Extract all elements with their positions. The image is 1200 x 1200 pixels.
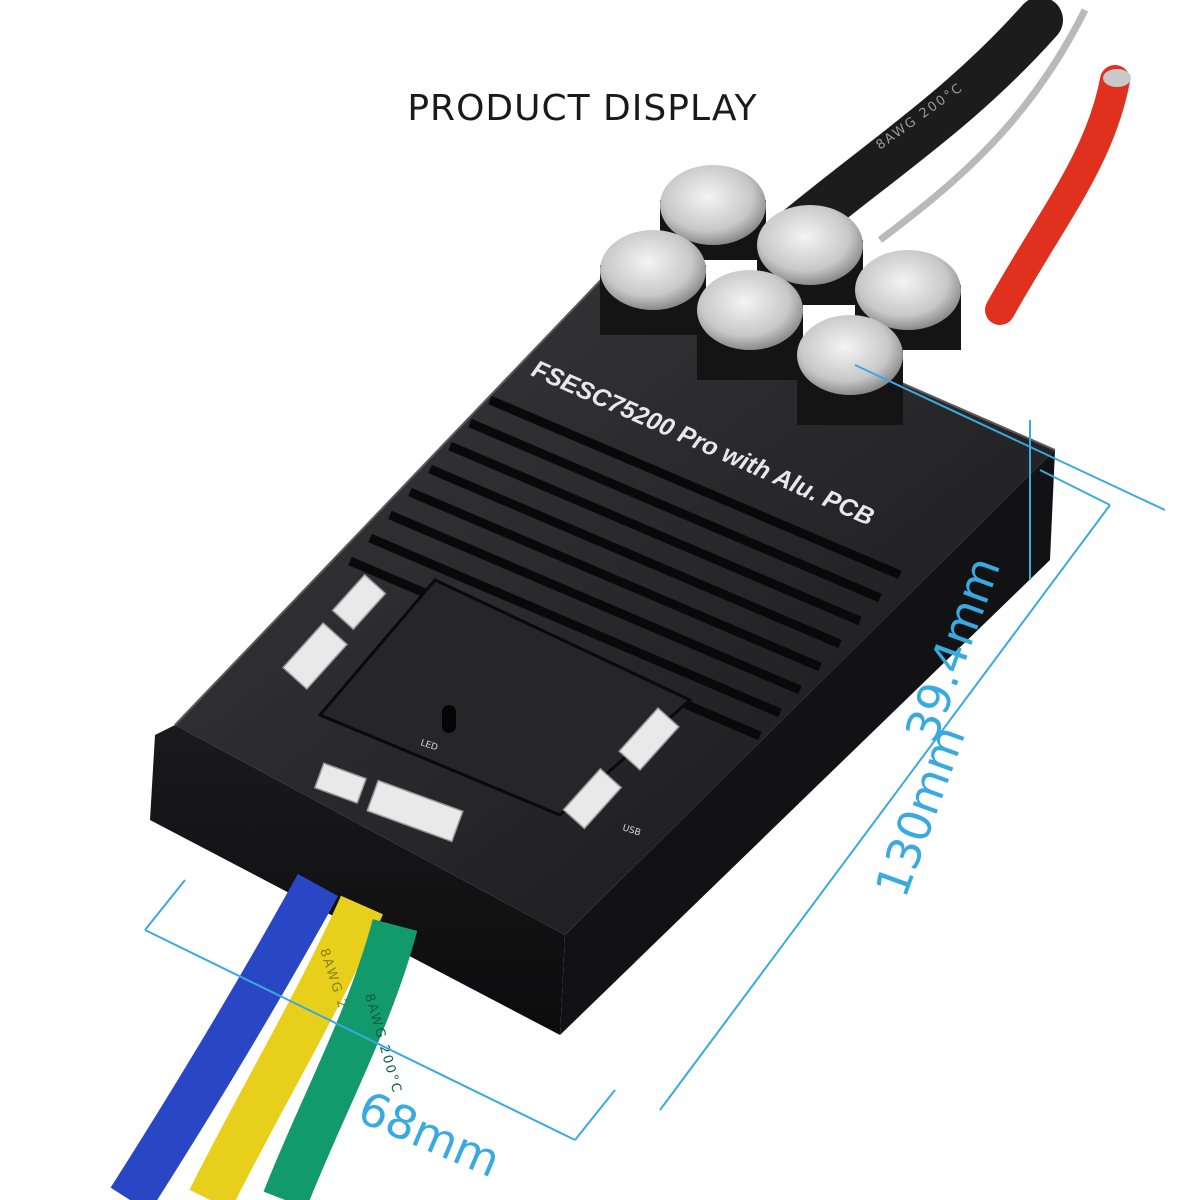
connector-port [281, 621, 349, 691]
capacitor-bank [600, 165, 961, 425]
heatsink-fins [348, 395, 902, 741]
width-dimension-line [574, 1089, 616, 1141]
connector-port [331, 573, 387, 631]
dimension-lines [144, 364, 1166, 1141]
led-panel [317, 578, 693, 817]
capacitor [697, 270, 803, 380]
esc-housing [150, 258, 1056, 1035]
length-dimension-line [1039, 469, 1111, 506]
red-power-wire [985, 65, 1131, 325]
length-dimension-line [659, 504, 1111, 1111]
led-window [442, 705, 456, 733]
capacitor [757, 205, 863, 305]
capacitor [855, 250, 961, 350]
connector-port [562, 767, 623, 830]
connector-port [618, 707, 680, 771]
height-dimension-line [854, 364, 1166, 511]
page-title: PRODUCT DISPLAY [407, 88, 758, 129]
connector-port [366, 779, 464, 843]
signal-wire [877, 8, 1089, 243]
connector-port [313, 762, 368, 805]
capacitor [797, 315, 903, 425]
width-dimension-line [144, 879, 186, 931]
capacitor [600, 230, 706, 335]
width-dimension-line [144, 929, 576, 1141]
blue-phase-wire [110, 873, 339, 1200]
connector-ports [281, 573, 680, 843]
